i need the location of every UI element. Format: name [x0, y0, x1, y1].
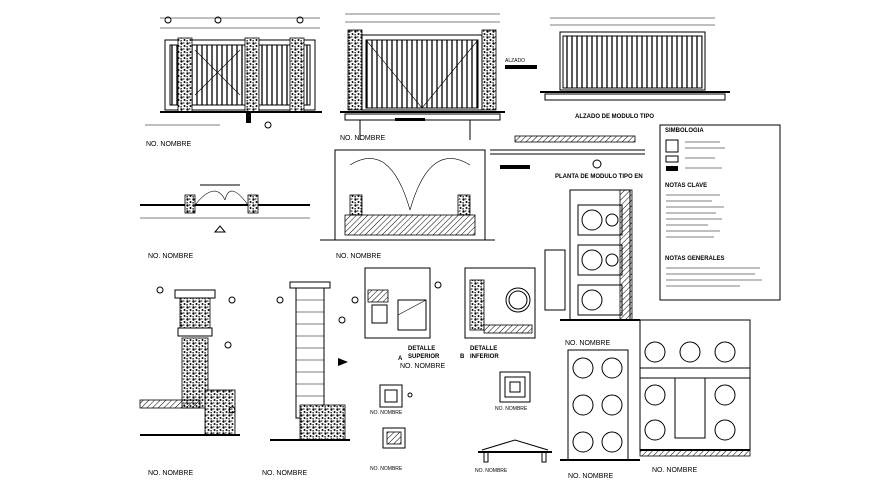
label-planta-modulo: PLANTA DE MODULO TIPO EN [555, 174, 643, 180]
label-no-nombre-10: NO. NOMBRE [495, 406, 528, 412]
label-alzado-modulo: ALZADO DE MODULO TIPO [575, 114, 654, 120]
small-detail-4 [478, 439, 552, 463]
small-detail-1 [379, 384, 413, 408]
entrance-elevation [320, 149, 495, 241]
gate-plan-section [140, 184, 310, 233]
svg-text:ALZADO: ALZADO [505, 58, 525, 64]
label-notas-generales: NOTAS GENERALES [665, 256, 725, 262]
block-wall-section-3 [639, 319, 751, 457]
block-wall-section-1 [560, 189, 640, 321]
label-no-nombre-8: NO. NOMBRE [370, 410, 403, 416]
pillar-section-2 [270, 281, 350, 441]
gate-elevation-2 [340, 13, 505, 140]
small-detail-2 [382, 427, 406, 449]
label-no-nombre-13: NO. NOMBRE [568, 473, 613, 480]
label-no-nombre-6: NO. NOMBRE [262, 470, 307, 477]
label-no-nombre-1: NO. NOMBRE [146, 141, 191, 148]
label-no-nombre-7: NO. NOMBRE [400, 363, 445, 370]
label-simbologia: SIMBOLOGIA [665, 128, 704, 134]
detail-b [464, 249, 566, 339]
detail-a [351, 267, 442, 339]
label-letter-a: A [398, 356, 403, 362]
label-detalle-a-sub: SUPERIOR [408, 354, 440, 360]
block-wall-section-2 [560, 349, 640, 461]
label-no-nombre-2: NO. NOMBRE [340, 135, 385, 142]
label-letter-b: B [460, 354, 465, 360]
label-notas-clave: NOTAS CLAVE [665, 183, 707, 189]
label-detalle-b-sub: INFERIOR [470, 354, 499, 360]
label-no-nombre-9: NO. NOMBRE [370, 466, 403, 472]
label-detalle-a: DETALLE [408, 346, 435, 352]
label-no-nombre-4: NO. NOMBRE [336, 253, 381, 260]
pillar-section-1 [139, 286, 240, 436]
module-plan [490, 135, 645, 169]
label-no-nombre-12: NO. NOMBRE [565, 340, 610, 347]
label-no-nombre-3: NO. NOMBRE [148, 253, 193, 260]
gate-elevation-1 [145, 16, 322, 129]
label-no-nombre-5: NO. NOMBRE [148, 470, 193, 477]
label-detalle-b: DETALLE [470, 346, 497, 352]
label-no-nombre-14: NO. NOMBRE [652, 467, 697, 474]
module-elevation: ALZADO [505, 17, 730, 101]
small-detail-3 [499, 371, 531, 403]
label-no-nombre-11: NO. NOMBRE [475, 468, 508, 474]
notes-panel [659, 124, 781, 301]
